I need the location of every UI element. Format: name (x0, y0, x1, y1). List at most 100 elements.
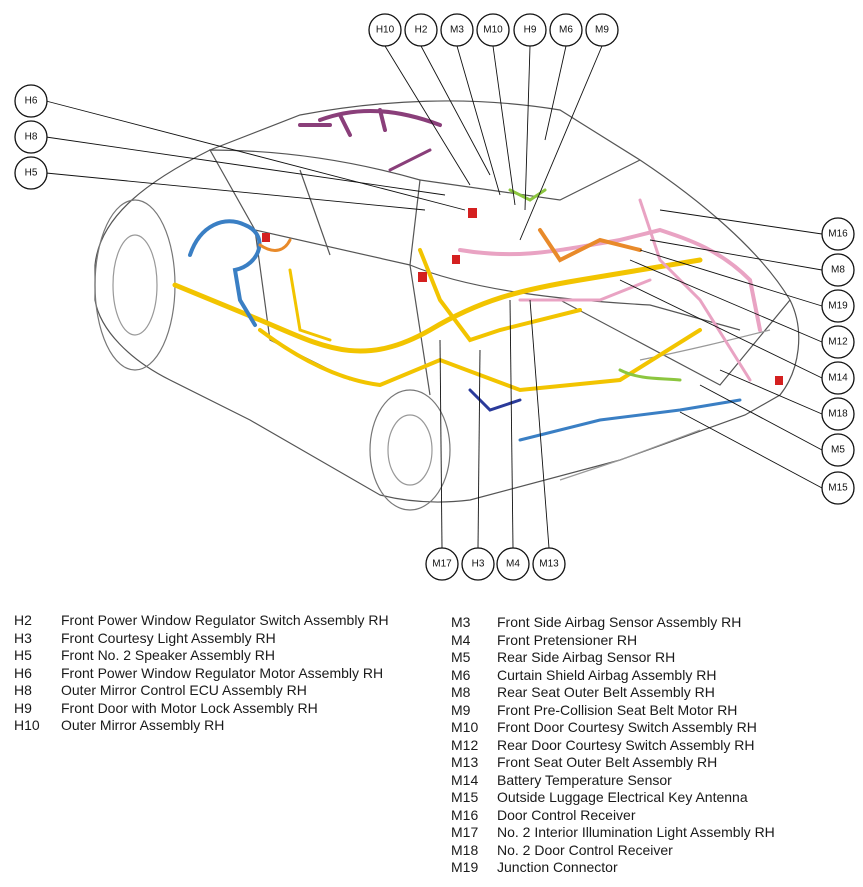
harness-navy (468, 388, 522, 412)
legend-description: Front Side Airbag Sensor Assembly RH (497, 614, 742, 630)
legend-description: Curtain Shield Airbag Assembly RH (497, 666, 717, 683)
legend-code: M14 (451, 771, 479, 788)
legend-code: M6 (451, 666, 471, 683)
legend-left: H2 Front Power Window Regulator Switch As… (14, 612, 434, 742)
harness-orange (258, 228, 642, 263)
legend-code: H2 (14, 612, 32, 628)
legend-description: Outer Mirror Control ECU Assembly RH (61, 682, 307, 698)
legend-description: Outside Luggage Electrical Key Antenna (497, 789, 748, 805)
callout-H9: H9 (513, 13, 547, 47)
callout-M4: M4 (496, 547, 530, 581)
callout-M8: M8 (821, 253, 855, 287)
callout-M3: M3 (440, 13, 474, 47)
legend-code: M17 (451, 824, 479, 840)
legend-description: Front Door Courtesy Switch Assembly RH (497, 719, 757, 735)
legend-description: No. 2 Door Control Receiver (497, 841, 673, 858)
harness-red (262, 208, 783, 385)
callout-M15: M15 (821, 471, 855, 505)
legend-code: H8 (14, 682, 32, 698)
legend-code: H10 (14, 717, 40, 733)
car-body (94, 100, 800, 511)
svg-text:M5: M5 (831, 445, 845, 456)
callout-H6: H6 (14, 84, 48, 118)
legend-description: Front Pre-Collision Seat Belt Motor RH (497, 701, 738, 718)
legend-code: M16 (451, 806, 479, 823)
svg-text:M9: M9 (595, 25, 609, 36)
svg-text:H3: H3 (472, 559, 485, 570)
legend-code: M13 (451, 754, 479, 770)
legend-description: Front Power Window Regulator Motor Assem… (61, 664, 384, 681)
svg-text:M12: M12 (828, 337, 848, 348)
legend-right: M3 Front Side Airbag Sensor Assembly RH M4… (451, 614, 851, 879)
callout-M5: M5 (821, 433, 855, 467)
callout-M13: M13 (532, 547, 566, 581)
svg-text:M10: M10 (483, 25, 503, 36)
callout-H5: H5 (14, 156, 48, 190)
svg-text:H10: H10 (376, 25, 395, 36)
svg-text:H2: H2 (415, 25, 428, 36)
callout-M16: M16 (821, 217, 855, 251)
svg-text:H5: H5 (25, 168, 38, 179)
legend-description: Door Control Receiver (497, 806, 636, 823)
legend-description: Battery Temperature Sensor (497, 771, 672, 788)
svg-text:M6: M6 (559, 25, 573, 36)
legend-description: Front Door with Motor Lock Assembly RH (61, 699, 318, 716)
legend-code: M5 (451, 649, 471, 665)
callout-M10: M10 (476, 13, 510, 47)
svg-text:M13: M13 (539, 559, 559, 570)
legend-code: M3 (451, 614, 471, 630)
legend-description: Front Courtesy Light Assembly RH (61, 629, 276, 646)
svg-text:M18: M18 (828, 409, 848, 420)
legend-description: Front No. 2 Speaker Assembly RH (61, 647, 275, 663)
svg-text:M8: M8 (831, 265, 845, 276)
callout-M17: M17 (425, 547, 459, 581)
leader-lines (45, 45, 823, 549)
legend-description: Front Power Window Regulator Switch Asse… (61, 612, 389, 628)
callout-H10: H10 (368, 13, 402, 47)
legend-code: H5 (14, 647, 32, 663)
callout-M18: M18 (821, 397, 855, 431)
svg-text:M3: M3 (450, 25, 464, 36)
harness-green (508, 188, 682, 382)
legend-code: M15 (451, 789, 479, 805)
legend-description: No. 2 Interior Illumination Light Assemb… (497, 824, 775, 840)
legend-code: M10 (451, 719, 479, 735)
legend-description: Front Pretensioner RH (497, 631, 638, 648)
legend-description: Rear Side Airbag Sensor RH (497, 649, 676, 665)
legend-description: Junction Connector (497, 859, 618, 875)
harness-purple (298, 108, 442, 172)
svg-text:M15: M15 (828, 483, 848, 494)
callout-M9: M9 (585, 13, 619, 47)
legend-description: Front Seat Outer Belt Assembly RH (497, 754, 718, 770)
svg-text:M16: M16 (828, 229, 848, 240)
callout-H8: H8 (14, 120, 48, 154)
svg-text:M14: M14 (828, 373, 848, 384)
legend-code: H6 (14, 664, 32, 681)
legend-description: Outer Mirror Assembly RH (61, 717, 225, 733)
svg-text:H8: H8 (25, 132, 38, 143)
callout-H2: H2 (404, 13, 438, 47)
svg-text:M17: M17 (432, 559, 452, 570)
legend-description: Rear Seat Outer Belt Assembly RH (497, 684, 715, 700)
legend-code: M18 (451, 841, 479, 858)
svg-text:H6: H6 (25, 96, 38, 107)
legend-code: M8 (451, 684, 471, 700)
callout-M14: M14 (821, 361, 855, 395)
svg-text:H9: H9 (524, 25, 537, 36)
legend-description: Rear Door Courtesy Switch Assembly RH (497, 736, 755, 753)
callout-M12: M12 (821, 325, 855, 359)
legend-code: M19 (451, 859, 479, 875)
callout-M6: M6 (549, 13, 583, 47)
legend-code: M9 (451, 701, 471, 718)
legend-code: M4 (451, 631, 471, 648)
callout-H3: H3 (461, 547, 495, 581)
harness-blue (188, 219, 742, 442)
wiring-diagram: H10 H2 M3 M10 H9 M6 M9 H6 H8 H5 M16 M8 M… (14, 13, 855, 581)
legend-code: H3 (14, 629, 32, 646)
svg-text:M19: M19 (828, 301, 848, 312)
legend-code: H9 (14, 699, 32, 716)
legend-code: M12 (451, 736, 479, 753)
svg-text:M4: M4 (506, 559, 520, 570)
callout-M19: M19 (821, 289, 855, 323)
